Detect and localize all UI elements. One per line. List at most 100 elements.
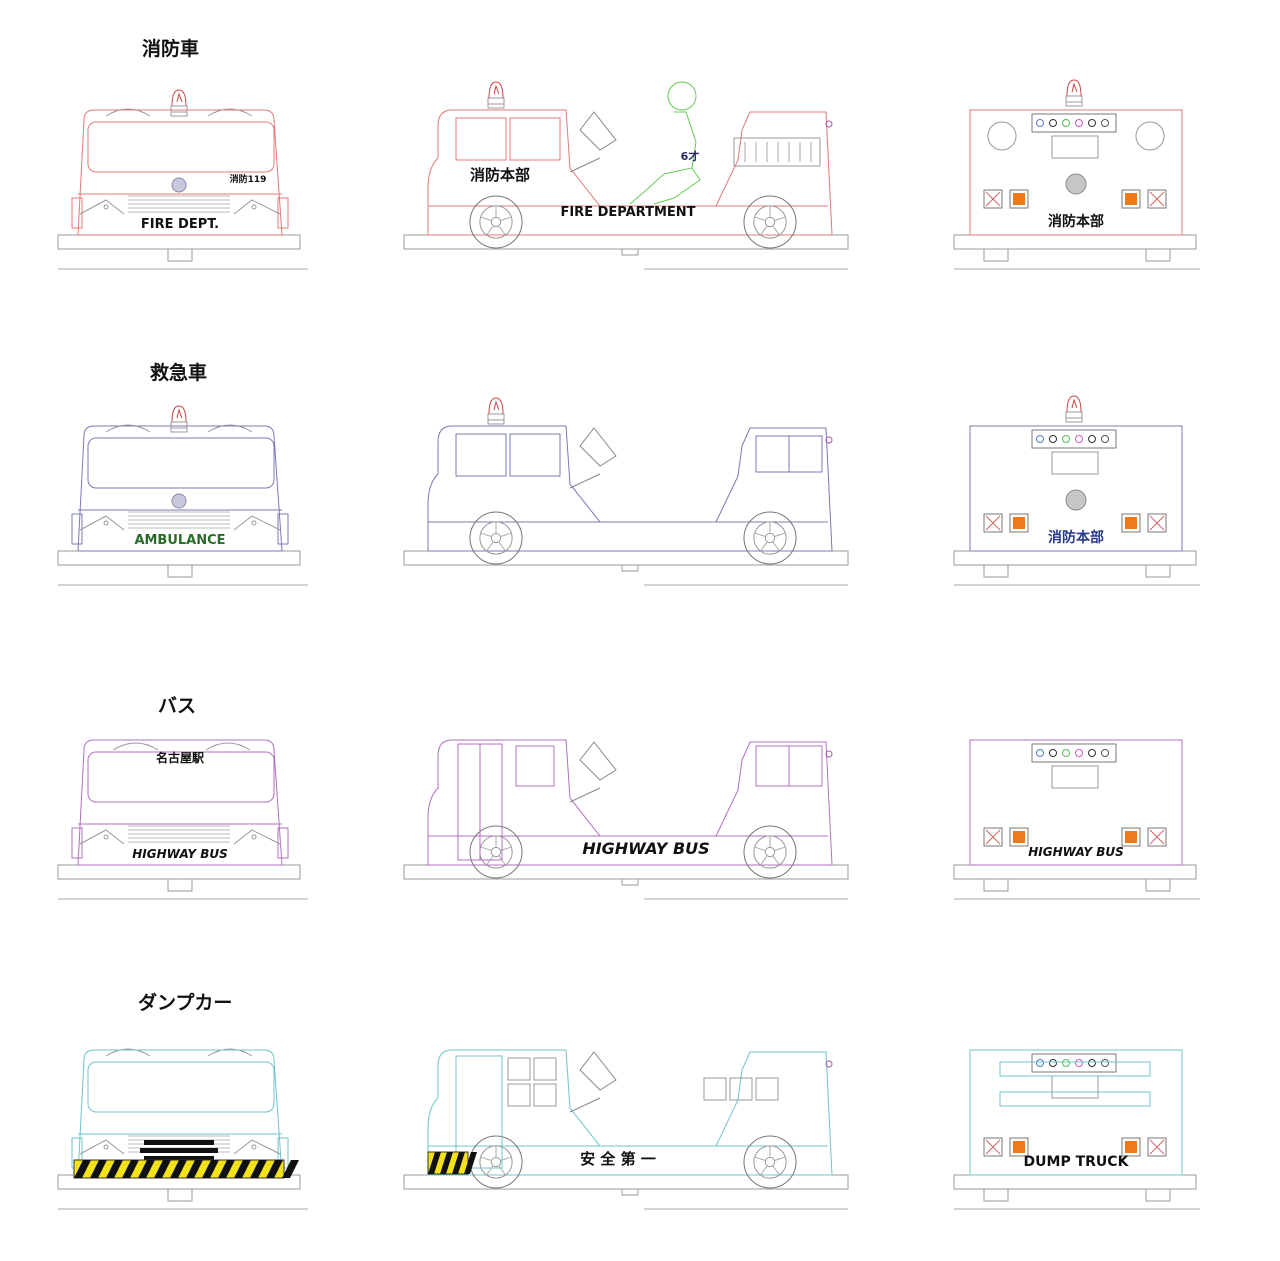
mirror-left bbox=[112, 742, 159, 751]
beacon-reflector bbox=[1071, 398, 1078, 409]
base-foot bbox=[621, 878, 639, 886]
side-body-label: HIGHWAY BUS bbox=[582, 839, 709, 858]
beacon-dome bbox=[1066, 79, 1082, 97]
child-head bbox=[667, 81, 697, 111]
windshield bbox=[87, 121, 275, 173]
rear-view-ambulance: 消防本部 bbox=[953, 395, 1200, 586]
body-outline bbox=[427, 425, 833, 552]
spoke bbox=[755, 532, 766, 537]
control-knob-icon bbox=[1075, 749, 1083, 757]
front-label: FIRE DEPT. bbox=[141, 217, 219, 232]
hazard-stripe bbox=[234, 1160, 251, 1178]
hazard-stripe bbox=[186, 1160, 203, 1178]
emblem-icon bbox=[171, 493, 187, 509]
tail-lamp-orange bbox=[1125, 193, 1137, 205]
base-foot bbox=[983, 564, 1009, 578]
reflector-cross bbox=[985, 191, 1001, 207]
rear-body bbox=[969, 109, 1183, 236]
beacon-foot bbox=[170, 427, 188, 433]
hub bbox=[490, 1156, 502, 1168]
hazard-stripe bbox=[440, 1152, 453, 1174]
steering-wheel-icon bbox=[579, 741, 617, 781]
base-platform bbox=[403, 864, 849, 880]
cargo-panel bbox=[755, 1077, 779, 1101]
base-foot bbox=[621, 248, 639, 256]
cab-outline bbox=[77, 1049, 283, 1176]
spoke bbox=[498, 541, 506, 551]
indicator-lamp bbox=[825, 120, 833, 128]
beacon-reflector bbox=[176, 408, 183, 419]
steering-wheel-icon bbox=[579, 427, 617, 467]
rear-hatch bbox=[1051, 765, 1099, 789]
beacon-foot bbox=[487, 103, 505, 109]
hub bbox=[490, 216, 502, 228]
hazard-stripe bbox=[106, 1160, 123, 1178]
spoke bbox=[500, 1156, 511, 1161]
rear-reflector bbox=[1147, 513, 1167, 533]
control-knob-icon bbox=[1088, 435, 1096, 443]
fog-lamp bbox=[251, 520, 257, 526]
fog-lamp bbox=[103, 204, 109, 210]
base-foot bbox=[621, 1188, 639, 1196]
base-foot bbox=[983, 248, 1009, 262]
spoke bbox=[760, 855, 768, 865]
control-knob-icon bbox=[1075, 1059, 1083, 1067]
side-body-label: 安 全 第 一 bbox=[580, 1150, 656, 1168]
base-foot bbox=[167, 878, 193, 892]
beacon-base bbox=[170, 105, 188, 113]
emblem-icon bbox=[171, 177, 187, 193]
hazard-stripe bbox=[464, 1152, 477, 1174]
tail-lamp-frame bbox=[1009, 827, 1029, 847]
beacon-dome bbox=[488, 397, 504, 415]
rim bbox=[753, 521, 787, 555]
hazard-stripe bbox=[428, 1152, 441, 1174]
tail-lamp-frame bbox=[1121, 513, 1141, 533]
hub bbox=[764, 216, 776, 228]
base-platform bbox=[953, 234, 1197, 250]
beacon-base bbox=[1065, 411, 1083, 419]
tire bbox=[469, 195, 523, 249]
side-door-label: 消防本部 bbox=[470, 166, 530, 184]
wheel-icon bbox=[469, 825, 523, 879]
hazard-stripe bbox=[282, 1160, 299, 1178]
base-platform bbox=[953, 550, 1197, 566]
ladder-icon bbox=[733, 137, 821, 167]
mirror-right bbox=[207, 424, 253, 433]
windshield bbox=[87, 437, 275, 489]
base-foot bbox=[167, 248, 193, 262]
spoke bbox=[772, 225, 780, 235]
dump-bed-rail bbox=[999, 1061, 1151, 1077]
cab-outline bbox=[77, 739, 283, 866]
front-view-ambulance: AMBULANCE bbox=[57, 405, 308, 586]
body-outline bbox=[427, 739, 833, 866]
rear-view-bus: HIGHWAY BUS bbox=[953, 739, 1200, 900]
spoke bbox=[481, 1156, 492, 1161]
rim bbox=[479, 521, 513, 555]
control-knob-icon bbox=[1062, 119, 1070, 127]
base-foot bbox=[983, 878, 1009, 892]
rim bbox=[479, 205, 513, 239]
hazard-stripe bbox=[74, 1160, 91, 1178]
base-foot bbox=[167, 564, 193, 578]
spoke bbox=[760, 1165, 768, 1175]
rear-view-dump: DUMP TRUCK bbox=[953, 1049, 1200, 1210]
grille-bar bbox=[140, 1148, 218, 1153]
hazard-stripe bbox=[122, 1160, 139, 1178]
spoke bbox=[755, 1156, 766, 1161]
rear-label: 消防本部 bbox=[1048, 213, 1104, 230]
tire bbox=[469, 511, 523, 565]
spoke bbox=[486, 225, 494, 235]
wheel-icon bbox=[743, 195, 797, 249]
hazard-stripe bbox=[90, 1160, 107, 1178]
hub bbox=[764, 846, 776, 858]
cab-outline bbox=[77, 425, 283, 552]
spoke bbox=[774, 216, 785, 221]
hub bbox=[490, 532, 502, 544]
control-knob-icon bbox=[1075, 119, 1083, 127]
wheel-icon bbox=[469, 511, 523, 565]
rear-label: 消防本部 bbox=[1048, 529, 1104, 546]
beacon-foot bbox=[170, 111, 188, 117]
spoke bbox=[755, 846, 766, 851]
tail-lamp-frame bbox=[1009, 1137, 1029, 1157]
tail-lamp-orange bbox=[1125, 831, 1137, 843]
